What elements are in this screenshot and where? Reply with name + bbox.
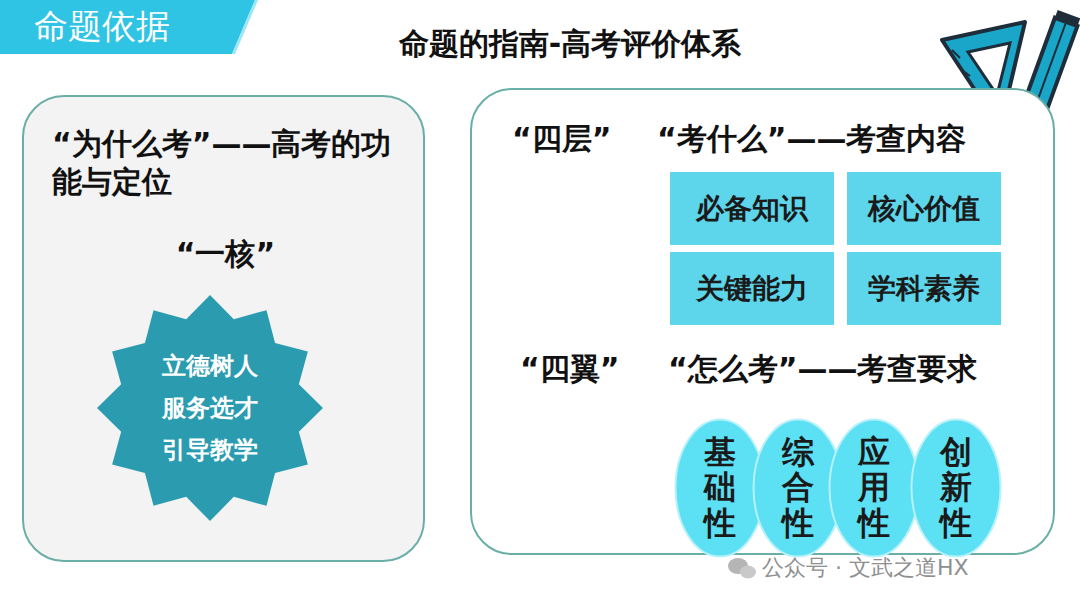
content-box: 核心价值	[847, 172, 1001, 245]
star-text: 服务选才	[162, 387, 258, 429]
panel-heading: “怎么考”——考查要求	[668, 350, 977, 388]
panel-heading: “为什么考”——高考的功能与定位	[52, 125, 402, 200]
box-text: 关键能力	[696, 270, 808, 308]
star-text: 引导教学	[162, 429, 258, 471]
left-panel: “为什么考”——高考的功能与定位 “一核” 立德树人服务选才引导教学	[22, 95, 425, 562]
diagram-title: 命题的指南-高考评价体系	[310, 24, 830, 65]
banner-text: 命题依据	[34, 4, 170, 50]
core-star: 立德树人服务选才引导教学	[97, 295, 323, 521]
star-text: 立德树人	[162, 345, 258, 387]
box-text: 必备知识	[696, 190, 808, 228]
content-box: 学科素养	[847, 252, 1001, 325]
watermark: 公众号 · 文武之道HX	[762, 553, 969, 583]
section-banner: 命题依据	[0, 0, 255, 54]
panel-heading: “考什么”——考查内容	[657, 120, 966, 158]
box-text: 核心价值	[868, 190, 980, 228]
panel-heading: “四翼”	[520, 350, 619, 388]
vertical-text: 应用性	[858, 435, 890, 541]
vertical-text: 综合性	[782, 435, 814, 541]
requirement-ellipse: 创新性	[910, 418, 1002, 558]
vertical-text: 基础性	[704, 435, 736, 541]
wechat-icon	[728, 558, 756, 579]
requirement-ellipse: 基础性	[674, 418, 766, 558]
panel-heading: “一核”	[24, 235, 427, 273]
box-text: 学科素养	[868, 270, 980, 308]
vertical-text: 创新性	[940, 435, 972, 541]
content-box: 关键能力	[670, 252, 834, 325]
requirement-ellipse: 应用性	[828, 418, 920, 558]
panel-heading: “四层”	[512, 120, 611, 158]
content-box: 必备知识	[670, 172, 834, 245]
right-panel: “四层” “考什么”——考查内容 “四翼” “怎么考”——考查要求 必备知识 核心价值关键…	[470, 88, 1055, 555]
